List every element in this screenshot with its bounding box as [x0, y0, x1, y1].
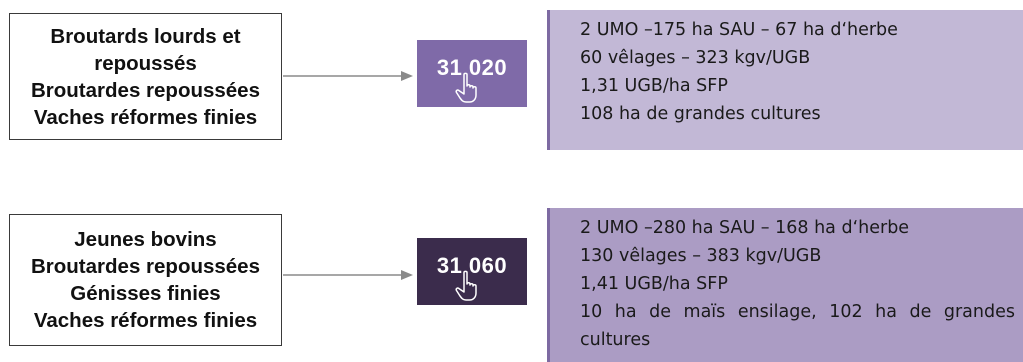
description-line: 60 vêlages – 323 kgv/UGB — [580, 48, 811, 68]
description-word: ensilage, — [737, 302, 817, 322]
production-label: Vaches réformes finies — [33, 309, 258, 332]
description-line: 108 ha de grandes cultures — [580, 104, 821, 124]
production-label: Broutardes repoussées — [30, 78, 260, 102]
production-label: Jeunes bovins — [74, 228, 217, 251]
production-box-2: Jeunes bovins Broutardes repoussées Géni… — [9, 214, 282, 346]
description-word: de — [649, 302, 672, 322]
production-label: Broutards lourds et — [50, 24, 241, 48]
description-word: ha — [614, 302, 637, 322]
production-box-1: Broutards lourds et repoussés Broutardes… — [9, 13, 282, 140]
description-line: 2 UMO –280 ha SAU – 168 ha d‘herbe — [580, 218, 910, 238]
pointing-hand-icon — [455, 270, 477, 301]
description-box-1: 2 UMO –175 ha SAU – 67 ha d‘herbe 60 vêl… — [547, 10, 1023, 150]
description-word: 102 — [829, 302, 863, 322]
code-label: 31 060 — [436, 253, 508, 278]
description-word: grandes — [943, 302, 1015, 322]
description-line: 2 UMO –175 ha SAU – 67 ha d‘herbe — [580, 20, 898, 40]
description-line-justified: 10 ha de maïs ensilage, 102 ha de grande… — [580, 298, 1023, 326]
code-label: 31 020 — [436, 55, 508, 80]
production-label: repoussés — [94, 51, 197, 75]
arrow-connector-1 — [283, 71, 413, 81]
production-label: Génisses finies — [70, 282, 221, 305]
description-line: 1,41 UGB/ha SFP — [580, 274, 728, 294]
description-word: 10 — [580, 302, 603, 322]
description-box-2: 2 UMO –280 ha SAU – 168 ha d‘herbe 130 v… — [547, 208, 1023, 362]
description-word: de — [909, 302, 932, 322]
production-label: Broutardes repoussées — [30, 255, 260, 278]
description-word: ha — [875, 302, 897, 322]
code-button-1[interactable]: 31 020 — [417, 40, 527, 107]
pointing-hand-icon — [455, 72, 477, 103]
description-word: maïs — [683, 302, 726, 322]
production-label: Vaches réformes finies — [33, 105, 258, 129]
description-line: 130 vêlages – 383 kgv/UGB — [580, 246, 822, 266]
description-line: 1,31 UGB/ha SFP — [580, 76, 728, 96]
description-line: cultures — [580, 330, 651, 350]
arrow-connector-2 — [283, 270, 413, 280]
code-button-2[interactable]: 31 060 — [417, 238, 527, 305]
